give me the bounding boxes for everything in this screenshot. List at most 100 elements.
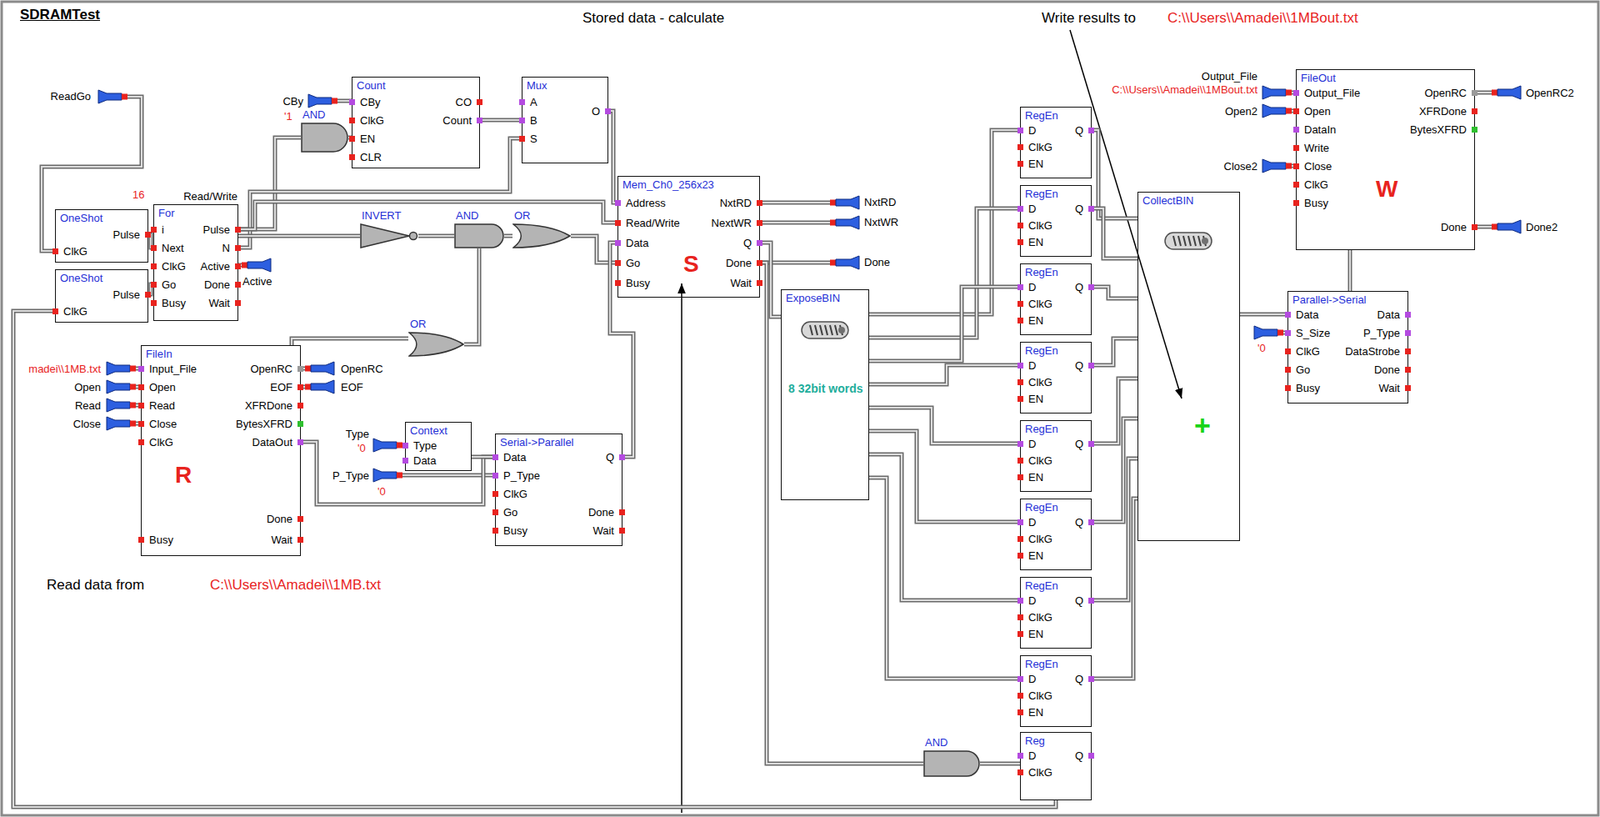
gate-outline <box>409 332 464 356</box>
terminal-icon <box>308 94 338 108</box>
port-label: Busy <box>149 533 174 546</box>
wire-casing <box>471 455 495 460</box>
port-marker <box>1017 769 1024 775</box>
port-label: D <box>1028 280 1036 294</box>
invert-bubble <box>410 232 418 240</box>
wire-core <box>1091 458 1138 600</box>
port-label: ClkG <box>1028 297 1053 310</box>
component-type: Count <box>356 79 386 92</box>
wire-casing <box>238 201 618 230</box>
port-label: Data <box>625 236 649 250</box>
port-label: Q <box>1075 280 1084 294</box>
port-marker <box>1088 127 1095 134</box>
wire-core <box>1240 313 1288 315</box>
port-label: Output_File <box>1304 86 1360 100</box>
port-marker <box>1017 160 1024 167</box>
wire-casing <box>980 761 1020 766</box>
terminal-icon <box>830 195 860 210</box>
port-label: ClkG <box>1028 610 1053 624</box>
port-label: Q <box>1075 672 1084 685</box>
terminal-icon <box>1262 159 1292 173</box>
port-marker <box>1088 205 1095 212</box>
zipper-tooth <box>1183 235 1186 246</box>
terminal-icon <box>106 398 136 412</box>
annotation-letter: S <box>683 251 700 277</box>
port-label: Busy <box>1304 196 1329 210</box>
wire <box>608 110 618 203</box>
port-label: OpenRC <box>1424 86 1467 100</box>
port-label: Q <box>1075 124 1084 137</box>
wire-core <box>869 407 1020 444</box>
port-label: Go <box>625 256 640 270</box>
wire-casing <box>869 477 1020 679</box>
wire <box>869 454 1020 600</box>
port-label: Q <box>605 450 615 464</box>
wire <box>869 407 1020 444</box>
wire-core <box>471 455 495 458</box>
port-label: Q <box>1075 359 1084 372</box>
wire-core <box>238 201 618 230</box>
wire-core <box>869 454 1020 600</box>
gate-symbol <box>408 331 465 357</box>
wire <box>418 235 455 237</box>
logic-gate: OR <box>512 223 571 249</box>
wire-casing <box>13 310 1056 807</box>
wire <box>238 138 522 248</box>
port-label: Data <box>503 450 526 464</box>
port-label: NxtRD <box>720 196 752 210</box>
terminal-label: CBy <box>281 95 305 108</box>
port-marker <box>1017 127 1024 134</box>
port-marker <box>1285 330 1291 336</box>
port-label: D <box>1028 124 1036 137</box>
port-marker <box>492 454 499 460</box>
zipper-icon <box>1163 225 1214 256</box>
file-path: C:\\Users\\Amadei\\1MBout.txt <box>1166 10 1360 27</box>
terminal-label: P_Type <box>331 469 370 482</box>
port-label: ClkG <box>1304 178 1329 191</box>
port-label: Wait <box>592 524 615 537</box>
port-marker <box>619 527 625 534</box>
port-label: O <box>591 105 600 118</box>
component-box: Serial->ParallelDataP_TypeClkGGoBusyQDon… <box>495 433 623 546</box>
port-marker <box>615 200 621 206</box>
port-marker <box>150 245 157 251</box>
port-label: Done <box>1440 220 1467 234</box>
port-label: Done <box>204 278 230 291</box>
port-marker <box>519 117 525 124</box>
wire <box>1091 208 1138 259</box>
port-marker <box>492 490 499 497</box>
terminal-label: Active <box>241 275 273 288</box>
component-box: MuxABSO <box>521 76 609 164</box>
port-label: Wait <box>1378 381 1400 395</box>
port-marker <box>52 308 59 315</box>
port-marker <box>1017 395 1024 402</box>
wire-casing <box>869 407 1020 444</box>
port-marker <box>519 135 525 142</box>
port-label: EN <box>1028 627 1044 640</box>
port-marker <box>145 231 151 238</box>
port-label: Done <box>1374 363 1400 376</box>
port-label: ClkG <box>1028 219 1053 232</box>
port-marker <box>1285 348 1291 355</box>
port-label: Active <box>200 260 230 273</box>
port-label: ClkG <box>1028 689 1053 702</box>
terminal-label: Open2 <box>1224 105 1259 118</box>
port-label: Read/Write <box>625 216 680 230</box>
wire-casing <box>760 262 924 764</box>
wire <box>760 262 924 764</box>
port-label: EN <box>1028 314 1044 327</box>
port-marker <box>138 384 145 390</box>
component-box: CountCByClkGENCLRCOCount <box>351 76 480 169</box>
wire-core <box>760 242 781 317</box>
port-label: Pulse <box>112 288 140 301</box>
port-marker <box>235 226 241 233</box>
zipper-pull <box>1201 237 1209 245</box>
port-label: Q <box>1075 594 1084 607</box>
wire-core <box>13 310 1056 807</box>
terminal-icon <box>305 380 335 394</box>
wire <box>471 456 495 458</box>
wire-casing <box>291 338 409 345</box>
port-label: Go <box>161 278 176 291</box>
terminal-icon <box>830 215 860 230</box>
